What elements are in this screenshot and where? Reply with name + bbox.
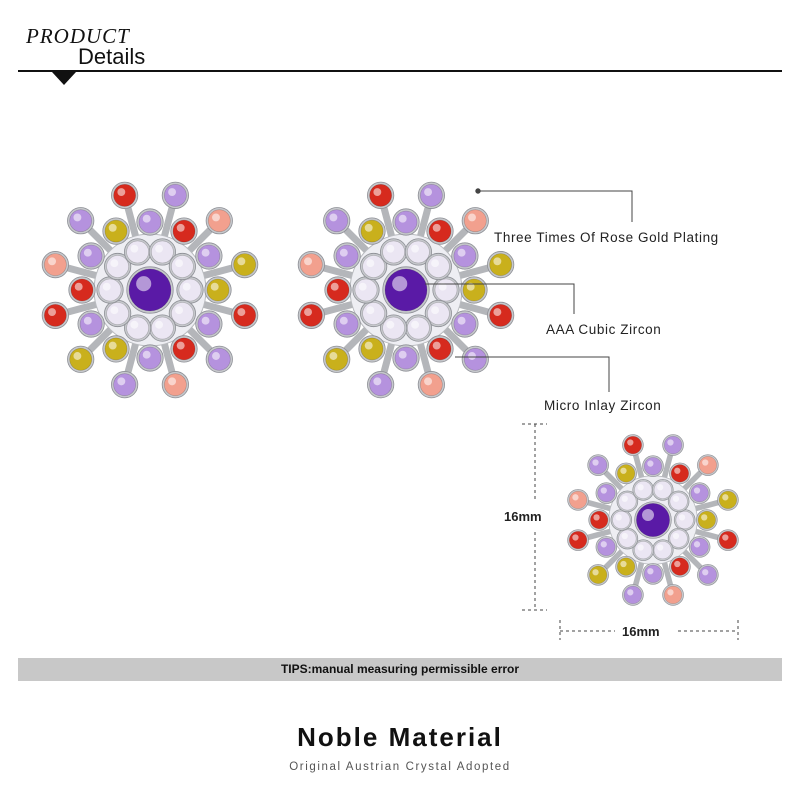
header-pointer-icon xyxy=(52,72,76,85)
earring-right-image xyxy=(297,181,515,399)
noble-material-subtitle: Original Austrian Crystal Adopted xyxy=(289,761,511,773)
callout-aaa-cubic-zircon: AAA Cubic Zircon xyxy=(546,322,662,337)
earring-small-image xyxy=(567,434,739,606)
dimension-height-label: 16mm xyxy=(504,509,542,524)
noble-material-title: Noble Material xyxy=(297,722,503,752)
header-product-text: PRODUCT xyxy=(26,24,130,48)
callout-rose-gold-plating: Three Times Of Rose Gold Plating xyxy=(494,230,719,245)
callout-micro-inlay-zircon: Micro Inlay Zircon xyxy=(544,398,662,413)
header-details-text: Details xyxy=(78,44,146,69)
earring-left-image xyxy=(41,181,259,399)
tips-banner: TIPS:manual measuring permissible error xyxy=(18,658,782,681)
dimension-width-label: 16mm xyxy=(622,624,660,639)
header-divider xyxy=(18,70,782,72)
